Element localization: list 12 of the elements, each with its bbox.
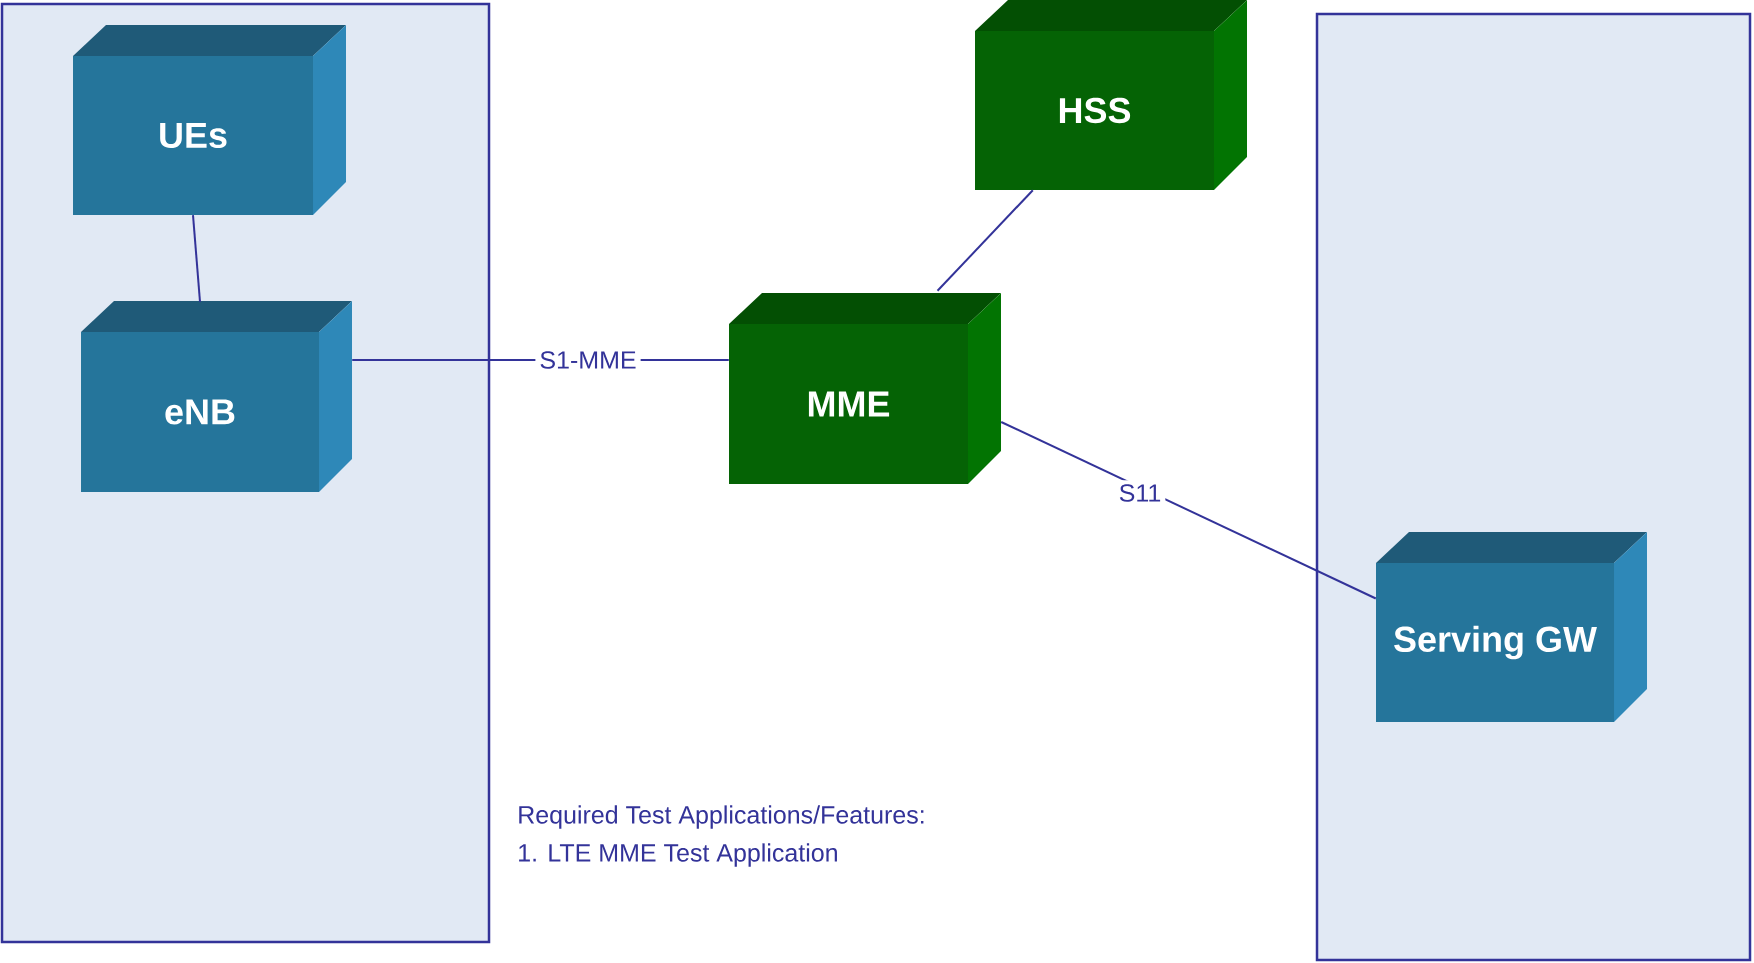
note-text: Required Test Applications/Features: bbox=[519, 805, 924, 829]
edge-label: S1-MME bbox=[535, 347, 641, 373]
connector-line bbox=[936, 189, 1034, 292]
connector-line bbox=[1000, 421, 1377, 600]
network-element-box: HSS bbox=[975, 0, 1247, 190]
network-element-box: eNB bbox=[81, 301, 352, 492]
connector-line bbox=[192, 214, 201, 303]
network-element-box: MME bbox=[729, 293, 1001, 484]
network-element-box: UEs bbox=[73, 25, 346, 215]
network-element-box: Serving GW bbox=[1376, 532, 1647, 722]
edge-label: S11 bbox=[1114, 480, 1166, 506]
note-text: 1. LTE MME Test Application bbox=[519, 843, 837, 867]
